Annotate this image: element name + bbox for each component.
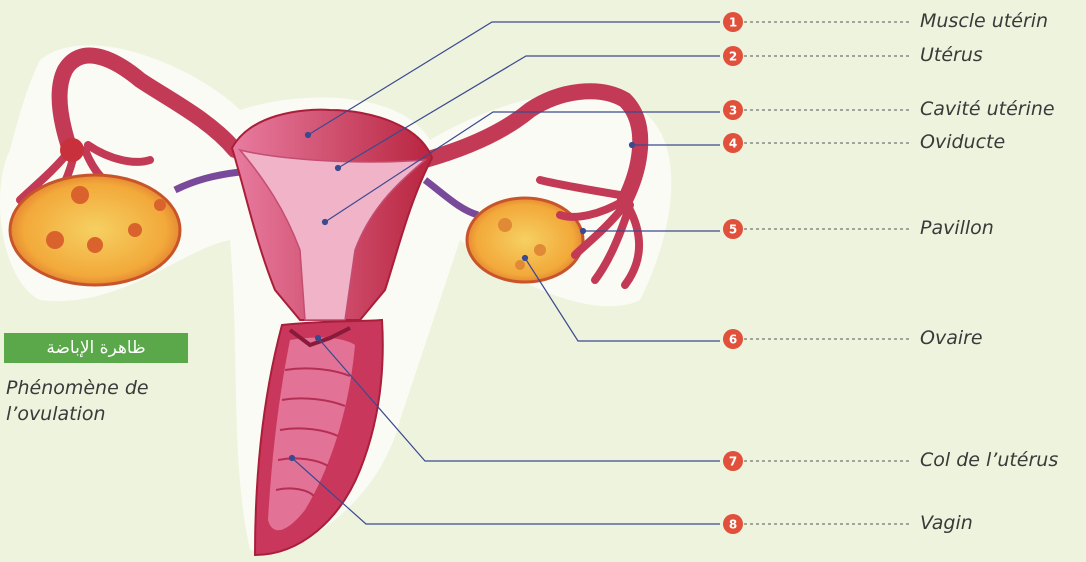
ovulation-caption: Phénomène de l’ovulation	[6, 375, 206, 427]
marker-number-3: 3	[729, 104, 737, 118]
number-marker-8: 8	[723, 514, 743, 534]
label-oviducte: Oviducte	[920, 131, 1005, 153]
left-ovary-shape	[10, 175, 180, 285]
label-ovaire: Ovaire	[920, 327, 983, 349]
leader-tip-8	[290, 456, 295, 461]
number-marker-1: 1	[723, 12, 743, 32]
dashed-lines	[744, 22, 912, 524]
label-pavillon: Pavillon	[920, 217, 994, 239]
marker-number-5: 5	[729, 223, 737, 237]
right-ovary-shape	[467, 198, 583, 282]
marker-number-8: 8	[729, 518, 737, 532]
number-markers: 1 2 3 4 5 6 7 8	[723, 12, 743, 534]
number-marker-7: 7	[723, 451, 743, 471]
marker-number-4: 4	[729, 137, 737, 151]
marker-number-2: 2	[729, 50, 737, 64]
leader-tip-3	[323, 220, 328, 225]
label-vagin: Vagin	[920, 512, 973, 534]
caption-line-1: Phénomène de	[6, 375, 206, 401]
left-follicle-shape	[60, 138, 84, 162]
label-col-de-l-ut-rus: Col de l’utérus	[920, 449, 1058, 471]
number-marker-4: 4	[723, 133, 743, 153]
label-muscle-ut-rin: Muscle utérin	[920, 10, 1048, 32]
leader-tip-2	[336, 166, 341, 171]
leader-tip-1	[306, 133, 311, 138]
marker-number-7: 7	[729, 455, 737, 469]
label-cavit-ut-rine: Cavité utérine	[920, 98, 1055, 120]
ovulation-badge: ظاهرة الإباضة	[4, 333, 188, 363]
caption-line-2: l’ovulation	[6, 401, 206, 427]
leader-tip-5	[581, 229, 586, 234]
number-marker-6: 6	[723, 329, 743, 349]
label-ut-rus: Utérus	[920, 44, 983, 66]
leader-tip-7	[316, 336, 321, 341]
leader-tip-6	[523, 256, 528, 261]
marker-number-1: 1	[729, 16, 737, 30]
leader-tip-4	[630, 143, 635, 148]
number-marker-2: 2	[723, 46, 743, 66]
marker-number-6: 6	[729, 333, 737, 347]
number-marker-3: 3	[723, 100, 743, 120]
number-marker-5: 5	[723, 219, 743, 239]
